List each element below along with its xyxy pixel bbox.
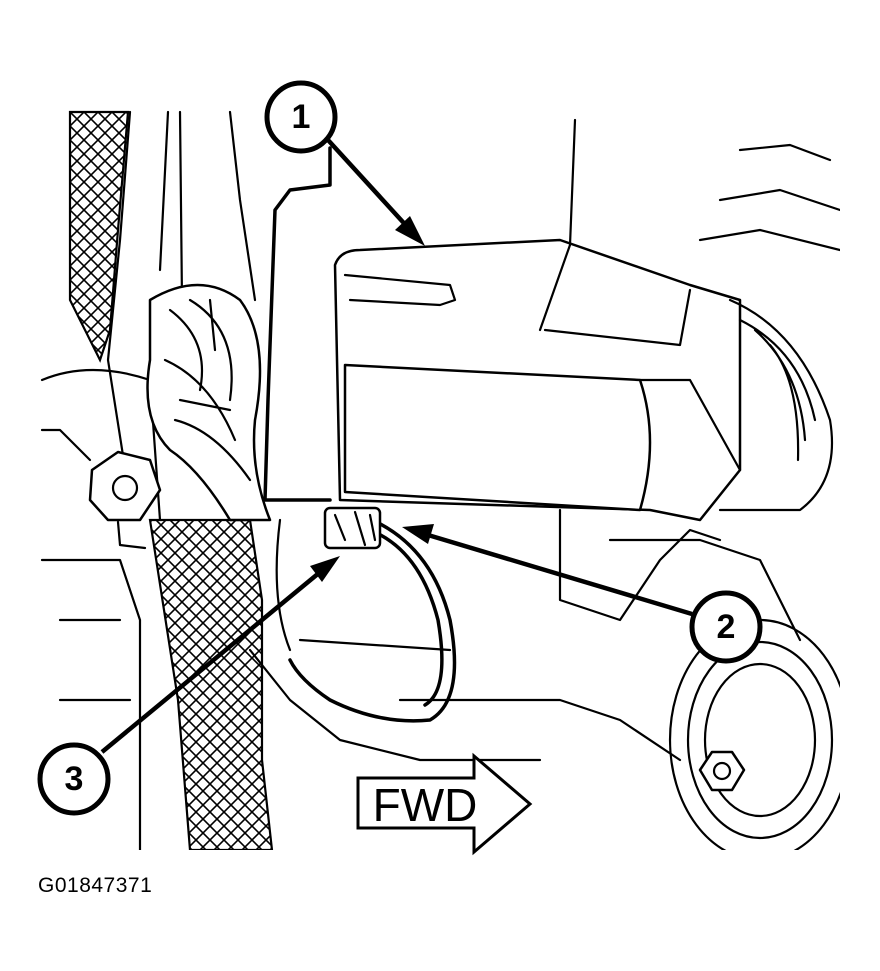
lower-housing <box>248 508 802 762</box>
callout-1-number: 1 <box>292 98 311 136</box>
callout-3: 3 <box>37 742 111 816</box>
figure-id-label: G01847371 <box>38 874 153 897</box>
pulley-right <box>668 143 840 850</box>
forward-direction-arrow: FWD <box>356 752 533 856</box>
wiring-harness <box>146 283 272 522</box>
leader-arrow-3 <box>100 556 340 754</box>
leader-arrow-1 <box>326 138 425 246</box>
fwd-label: FWD <box>373 779 478 831</box>
wire-connector <box>288 506 457 723</box>
callout-1: 1 <box>264 80 338 154</box>
callout-2: 2 <box>689 590 763 664</box>
frame-rail <box>68 110 274 850</box>
callout-3-number: 3 <box>65 760 84 798</box>
callout-2-number: 2 <box>717 608 736 646</box>
leader-arrow-2 <box>402 524 693 617</box>
hex-nut <box>698 750 746 792</box>
hex-bolt-left <box>88 450 162 550</box>
module-housing <box>263 118 742 522</box>
